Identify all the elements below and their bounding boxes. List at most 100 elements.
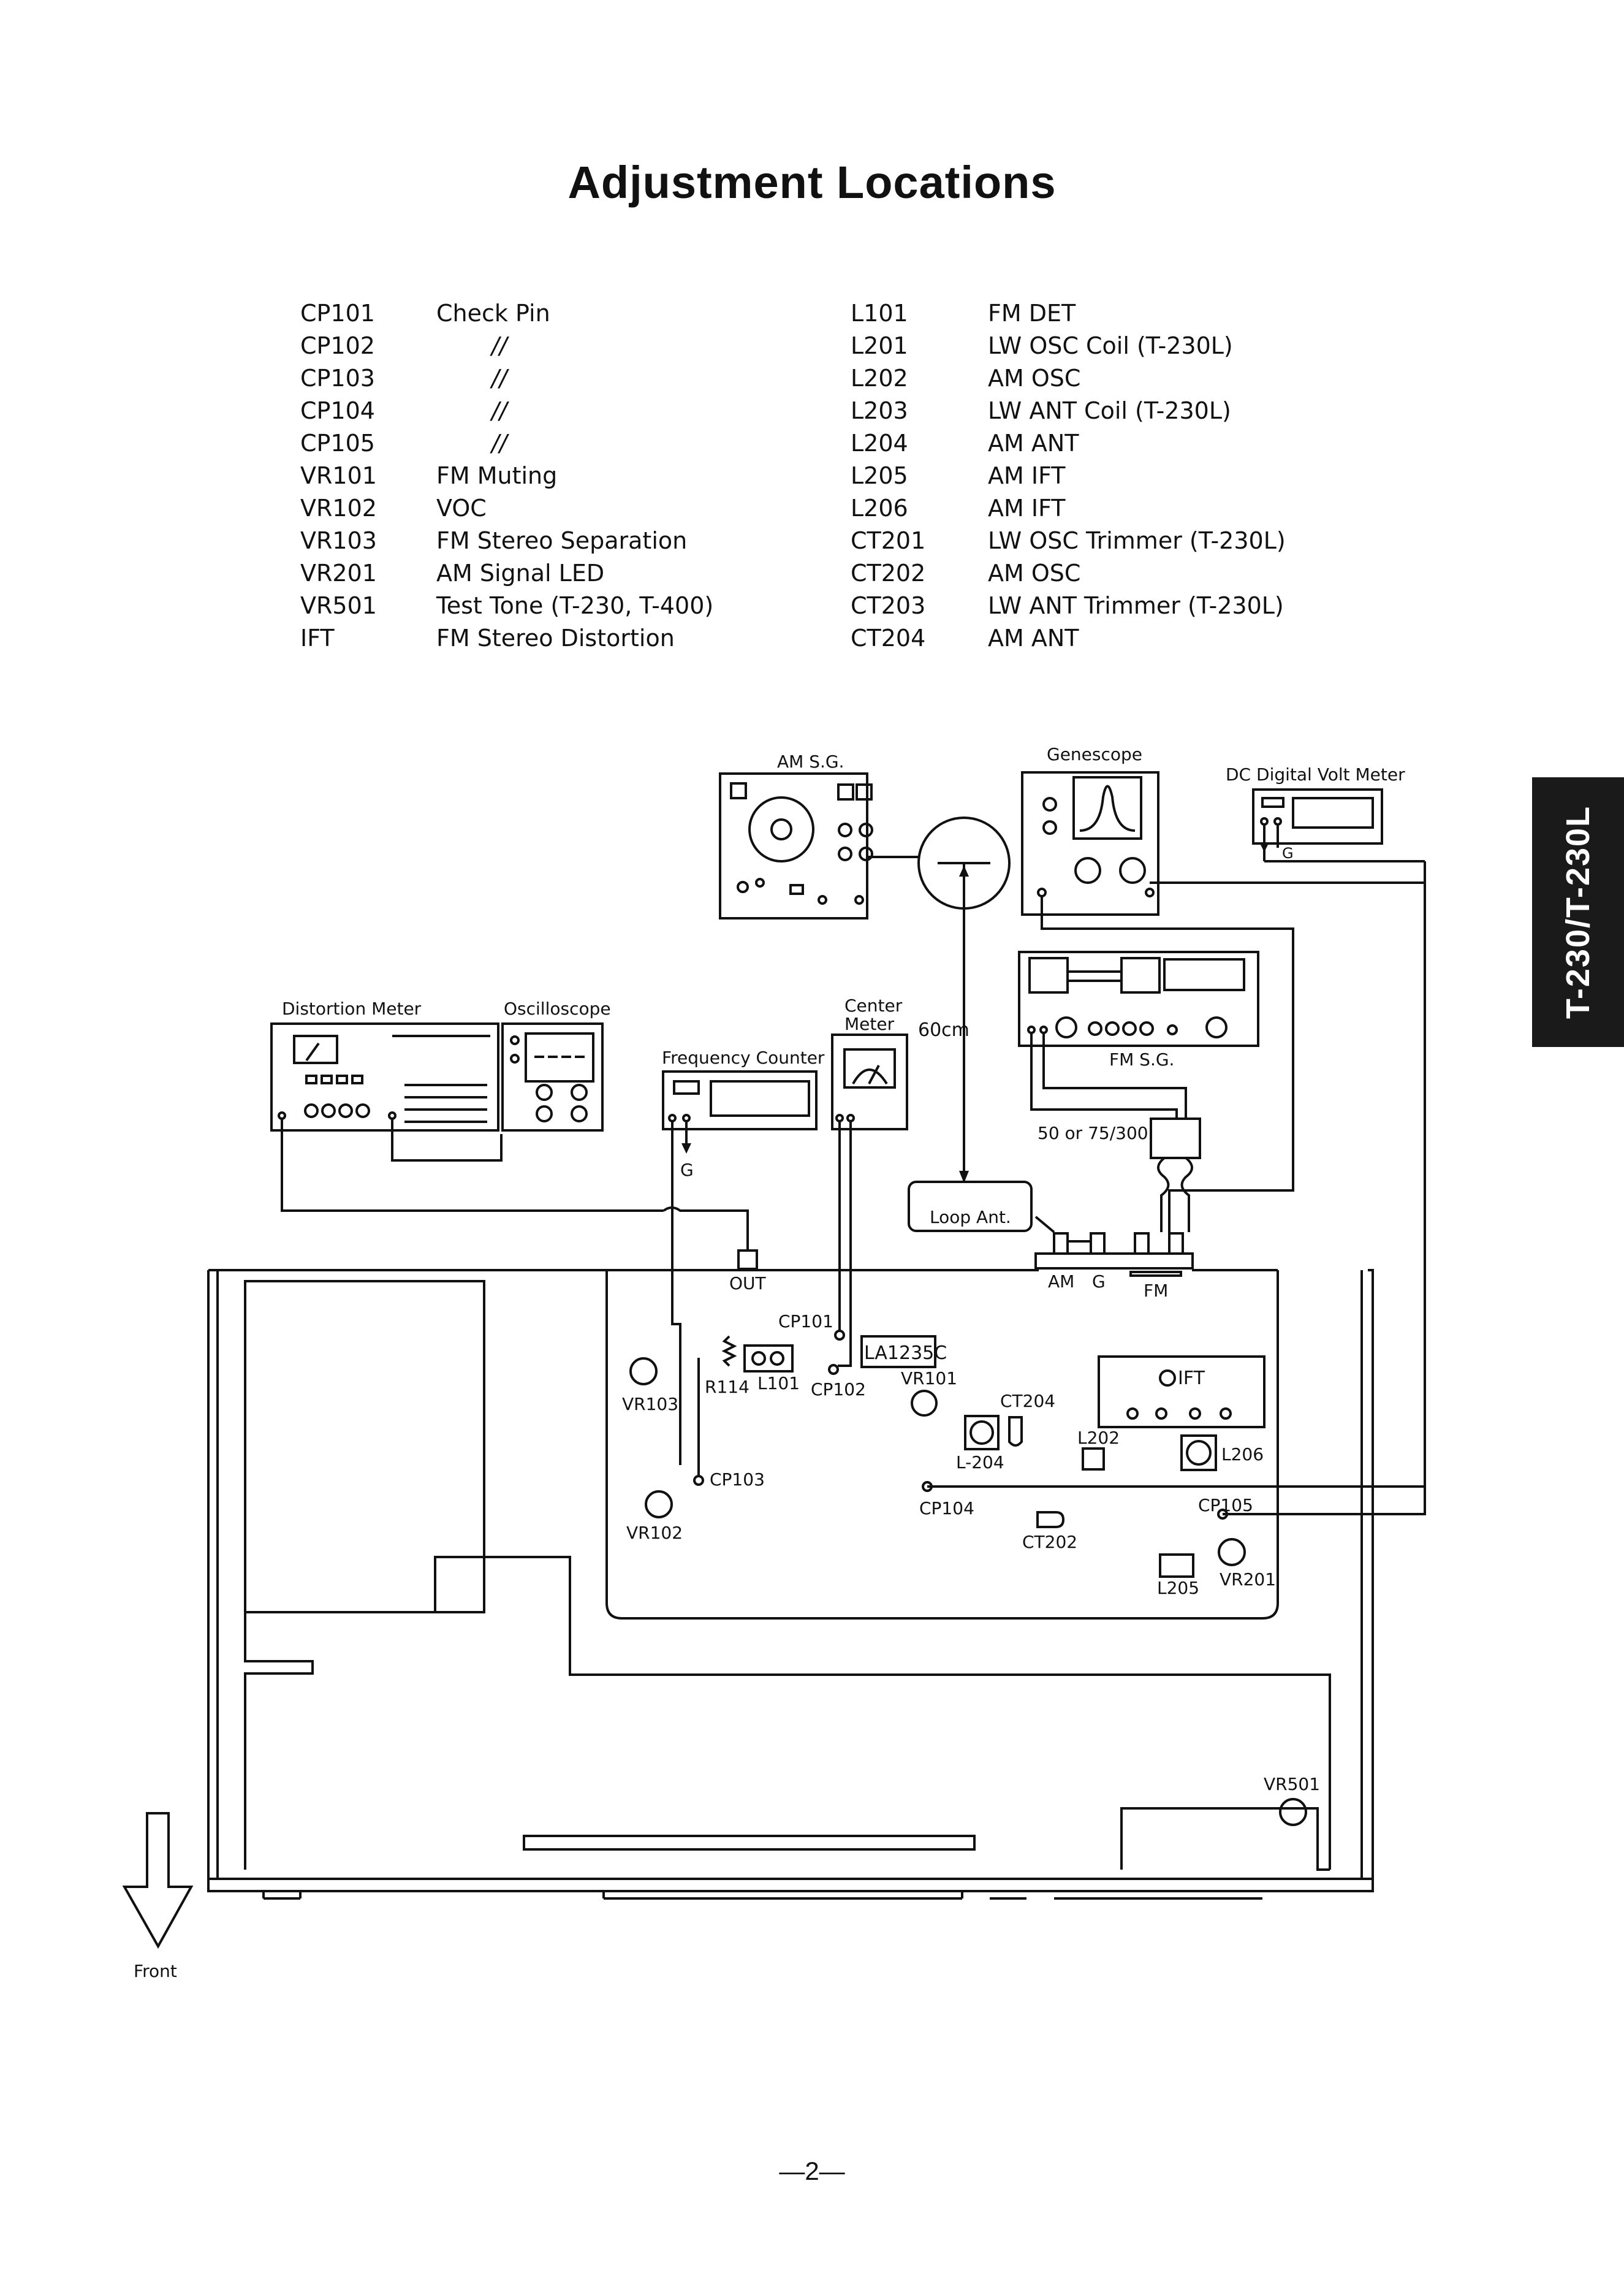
component-description: Test Tone (T-230, T-400) [436, 592, 714, 619]
component-code: CP104 [300, 397, 375, 424]
l101-label: L101 [757, 1373, 800, 1393]
matching-transformer-label: 50 or 75/300 [1038, 1123, 1148, 1143]
chassis-outline [207, 1269, 1374, 1900]
table-row: VR201 AM Signal LED [300, 557, 713, 590]
component-code: VR501 [300, 592, 377, 619]
component-description: FM DET [988, 300, 1076, 327]
table-row: L203 LW ANT Coil (T-230L) [851, 395, 1286, 427]
component-code: CP105 [300, 430, 375, 457]
component-description: AM OSC [988, 365, 1081, 392]
component-description: // [491, 430, 507, 457]
component-description: // [491, 332, 507, 359]
component-code: L205 [851, 462, 908, 489]
fm-sg-label: FM S.G. [1109, 1049, 1174, 1070]
table-row: CP104// [300, 395, 713, 427]
dc-volt-meter-label: DC Digital Volt Meter [1226, 764, 1405, 785]
table-row: IFT FM Stereo Distortion [300, 622, 713, 655]
out-label: OUT [729, 1273, 767, 1293]
ift-label: IFT [1178, 1368, 1205, 1389]
cp103-label: CP103 [710, 1469, 765, 1490]
table-row: CT202 AM OSC [851, 557, 1286, 590]
ct204-label: CT204 [1000, 1391, 1055, 1411]
table-row: CP102 // [300, 330, 713, 362]
main-board [605, 1270, 1279, 1620]
center-meter-label-2: Meter [844, 1014, 895, 1034]
table-row: L204 AM ANT [851, 427, 1286, 460]
component-description: VOC [436, 495, 487, 522]
component-description: FM Stereo Separation [436, 527, 688, 554]
table-row: VR101 FM Muting [300, 460, 713, 492]
component-code: CP102 [300, 332, 375, 359]
front-label: Front [134, 1961, 177, 1981]
component-code: L204 [851, 430, 908, 457]
l205-label: L205 [1157, 1578, 1199, 1598]
page-title: Adjustment Locations [567, 157, 1057, 208]
table-row: CP103 // [300, 362, 713, 395]
table-row: VR102 VOC [300, 492, 713, 525]
component-description: Check Pin [436, 300, 550, 327]
component-description: AM OSC [988, 560, 1081, 587]
l204-label: L-204 [956, 1452, 1004, 1472]
l206-label: L206 [1221, 1444, 1264, 1464]
vr102-label: VR102 [626, 1523, 683, 1543]
table-row: CP101 Check Pin [300, 297, 713, 330]
component-code: VR201 [300, 560, 377, 587]
oscilloscope-label: Oscilloscope [504, 999, 611, 1019]
table-row: CP105 // [300, 427, 713, 460]
component-description: LW OSC Coil (T-230L) [988, 332, 1233, 359]
fm-signal-generator [1018, 951, 1259, 1047]
cp105-label: CP105 [1198, 1495, 1253, 1515]
component-description: AM IFT [988, 495, 1066, 522]
cp101-label: CP101 [778, 1311, 833, 1331]
component-code: CP103 [300, 365, 375, 392]
component-description: // [491, 365, 507, 392]
component-code: IFT [300, 625, 335, 652]
component-code: CT203 [851, 592, 926, 619]
component-description: LW ANT Trimmer (T-230L) [988, 592, 1284, 619]
component-description: LW OSC Trimmer (T-230L) [988, 527, 1286, 554]
genescope-label: Genescope [1047, 744, 1142, 764]
distance-label: 60cm [918, 1019, 969, 1041]
am-sg-label: AM S.G. [777, 752, 844, 772]
table-row: L201 LW OSC Coil (T-230L) [851, 330, 1286, 362]
table-row: L205 AM IFT [851, 460, 1286, 492]
diagram-labels: AM S.G. Genescope DC Digital Volt Meter … [134, 744, 1405, 1981]
vr101-label: VR101 [901, 1368, 957, 1388]
component-code: CT201 [851, 527, 926, 554]
component-description: FM Stereo Distortion [436, 625, 675, 652]
frequency-counter [662, 1070, 818, 1130]
center-meter-label-1: Center [844, 996, 903, 1016]
component-code: VR101 [300, 462, 377, 489]
component-code: L201 [851, 332, 908, 359]
vr103-label: VR103 [622, 1394, 678, 1414]
frequency-counter-label: Frequency Counter [662, 1048, 825, 1068]
vr201-label: VR201 [1220, 1569, 1276, 1590]
center-meter [831, 1034, 908, 1130]
component-description: AM ANT [988, 430, 1079, 457]
component-code: VR102 [300, 495, 377, 522]
counter-ground-label: G [680, 1160, 694, 1180]
component-code: CT202 [851, 560, 926, 587]
component-description: LW ANT Coil (T-230L) [988, 397, 1231, 424]
ct202-label: CT202 [1022, 1532, 1077, 1552]
l202-label: L202 [1077, 1428, 1120, 1448]
component-description: AM Signal LED [436, 560, 605, 587]
am-signal-generator [719, 772, 873, 919]
component-description: AM IFT [988, 462, 1066, 489]
r114-label: R114 [705, 1377, 749, 1397]
volt-meter-ground-label: G [1282, 845, 1294, 862]
cp102-label: CP102 [811, 1379, 866, 1399]
distortion-meter-label: Distortion Meter [282, 999, 422, 1019]
ic-label: LA1235C [864, 1342, 947, 1364]
table-row: VR501 Test Tone (T-230, T-400) [300, 590, 713, 622]
component-description: FM Muting [436, 462, 558, 489]
table-row: L202 AM OSC [851, 362, 1286, 395]
model-side-tab: T-230/T-230L [1532, 777, 1624, 1047]
component-code: VR103 [300, 527, 377, 554]
component-code: L203 [851, 397, 908, 424]
component-code: L202 [851, 365, 908, 392]
component-code: CP101 [300, 300, 375, 327]
